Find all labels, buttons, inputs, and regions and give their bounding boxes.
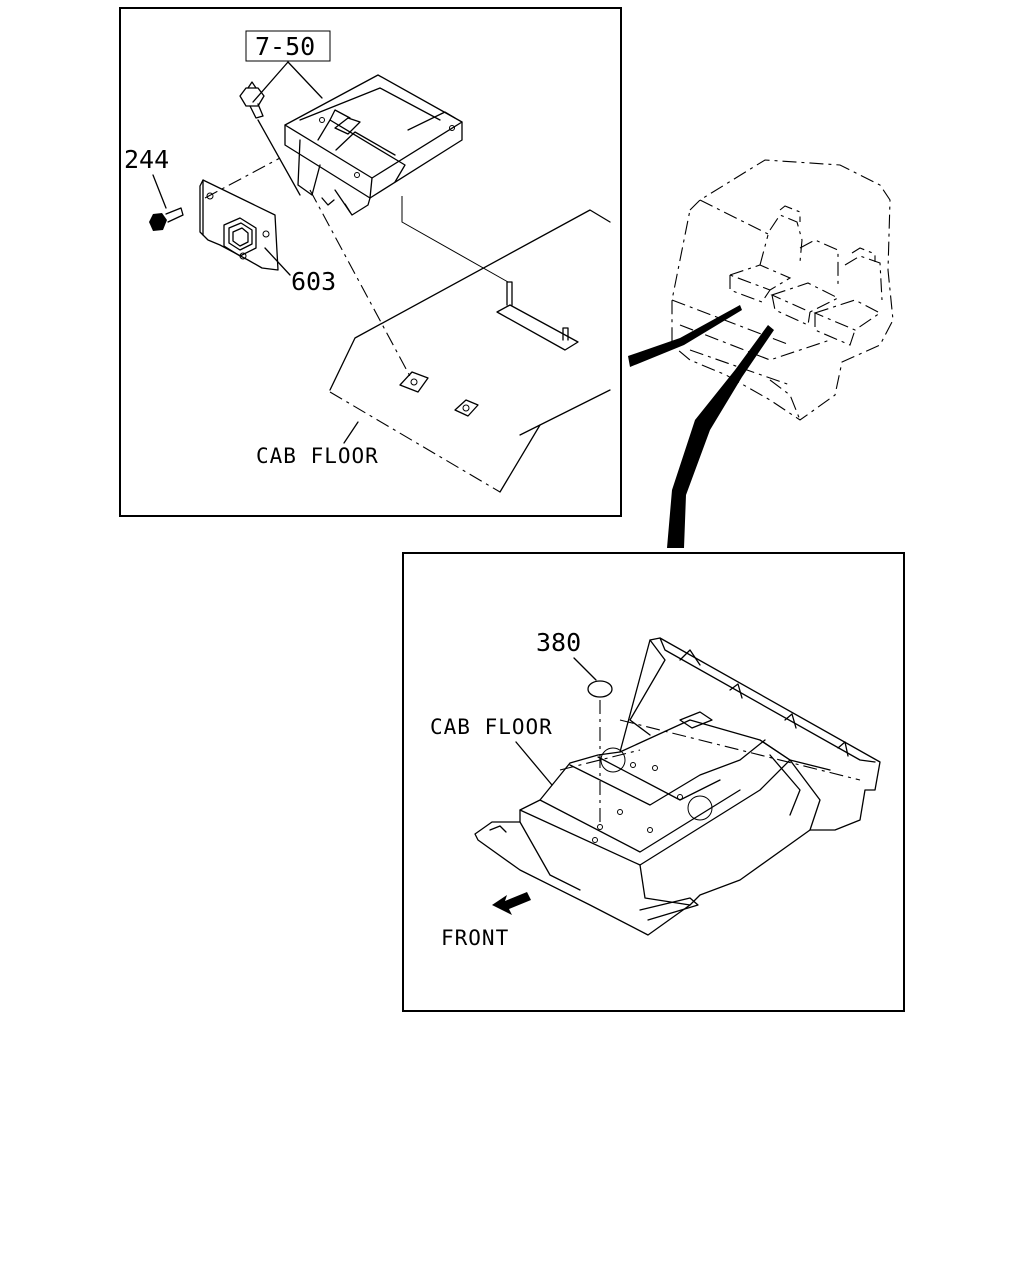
cab-overview	[628, 159, 894, 548]
bolt-244-icon	[149, 207, 184, 231]
cab-floor-plate	[329, 209, 611, 493]
label-front: FRONT	[441, 926, 509, 950]
pointer-to-top-detail	[628, 305, 742, 367]
seat-left	[728, 205, 803, 303]
leader-riser-to-floor	[309, 189, 413, 381]
callout-603: 603	[291, 267, 336, 296]
plug-380-icon	[587, 680, 613, 698]
seat-mount-detail-panel: 7-50 244 603 CAB FLOOR	[119, 7, 622, 517]
front-arrow-icon	[492, 892, 531, 915]
detail-frame-bottom	[402, 552, 905, 1012]
callout-7-50-box	[245, 30, 331, 62]
label-cab-floor-top: CAB FLOOR	[256, 444, 379, 468]
seat-middle	[770, 239, 840, 326]
seat-right	[813, 247, 883, 346]
seat-riser-assembly	[284, 74, 463, 216]
callout-244: 244	[124, 145, 169, 174]
callout-380: 380	[536, 628, 581, 657]
bolt-icon	[239, 81, 265, 119]
mounting-plate-603	[199, 179, 279, 271]
detail-frame-top	[119, 7, 622, 517]
label-cab-floor-bottom: CAB FLOOR	[430, 715, 553, 739]
callout-7-50: 7-50	[255, 32, 315, 61]
pointer-to-bottom-detail	[667, 325, 774, 548]
cab-floor-pan	[474, 637, 881, 936]
leader-plate-to-riser	[204, 157, 281, 199]
cab-floor-detail-panel: 380	[402, 552, 905, 1012]
